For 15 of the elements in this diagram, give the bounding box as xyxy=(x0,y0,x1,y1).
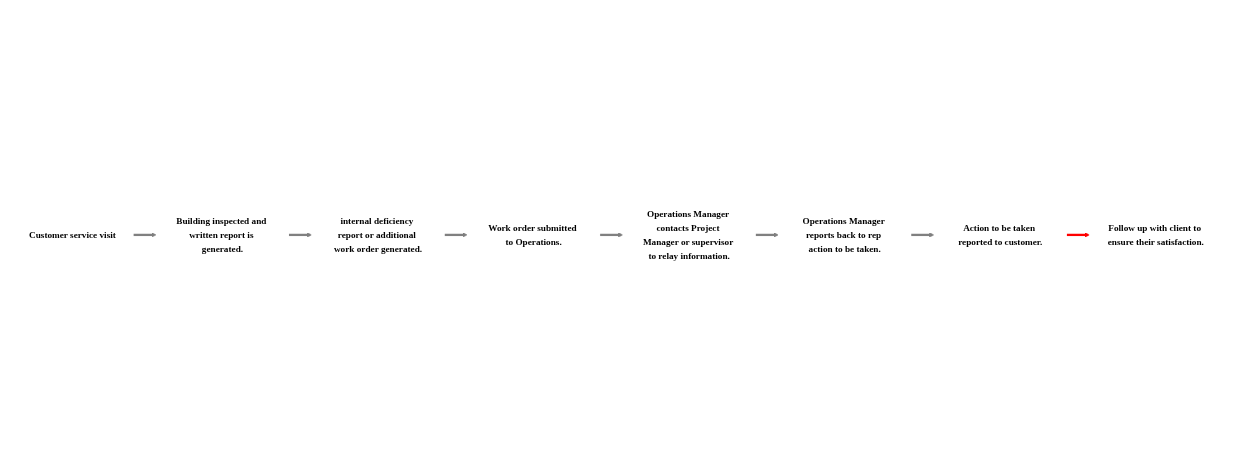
arrow xyxy=(755,231,779,238)
node-text: Operations Manager contacts Project Manager or supervisor to relay information. xyxy=(643,208,734,260)
arrow xyxy=(911,231,935,238)
node-text: Operations Manager reports back to rep action to be taken. xyxy=(802,215,885,253)
node-text: Customer service visit xyxy=(29,229,116,240)
arrow xyxy=(444,231,468,238)
node-text: internal deficiency report or additional work order generated. xyxy=(334,215,423,253)
arrow xyxy=(599,231,624,238)
node-text: Work order submitted to Operations. xyxy=(488,222,577,247)
node-text: Building inspected and written report is generated. xyxy=(176,215,267,253)
node-text: Action to be taken reported to customer. xyxy=(958,222,1043,247)
node-text: Follow up with client to ensure their satisfaction. xyxy=(1107,222,1204,247)
arrow xyxy=(133,231,157,238)
arrow xyxy=(288,231,313,238)
arrow xyxy=(1066,231,1090,238)
